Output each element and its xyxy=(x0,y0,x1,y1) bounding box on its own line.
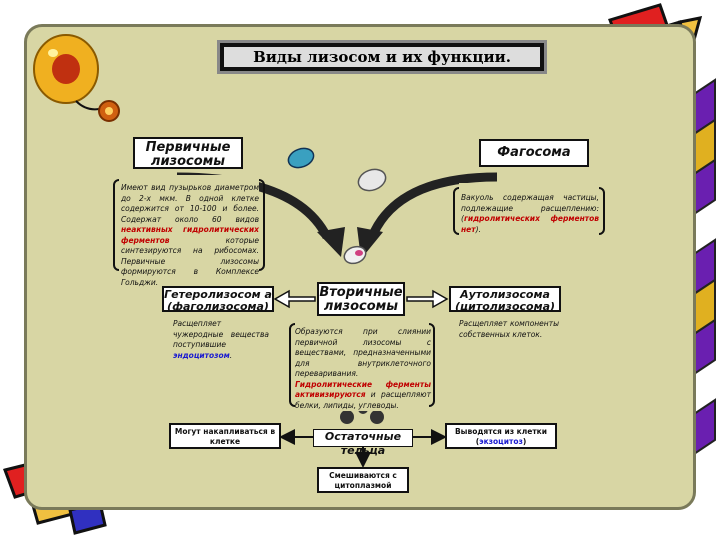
vesicle-grey xyxy=(357,168,387,192)
auto-desc-text: Расщепляет компоненты собственных клеток… xyxy=(459,319,559,339)
arrow-head-left xyxy=(317,227,345,257)
cell-illustration xyxy=(33,34,120,122)
secondary-desc-text-1: Образуются при слиянии первичной лизосом… xyxy=(295,327,431,378)
primary-desc-text-1: Имеют вид пузырьков диаметром до 2-х мкм… xyxy=(121,183,259,224)
hetero-desc-text-2: . xyxy=(229,350,233,360)
hetero-desc-text-1: Расщепляет чужеродные вещества поступивш… xyxy=(173,319,269,349)
excreted-term: экзоцитоз xyxy=(479,437,523,446)
secondary-desc-text-2: и расщепляют белки, липиды, углеводы. xyxy=(295,390,431,410)
arrow-phagosome-to-secondary xyxy=(367,172,498,239)
excreted-prefix: Выводятся из клетки ( xyxy=(454,427,548,446)
residual-ball-1 xyxy=(340,410,354,424)
box-excreted: Выводятся из клетки (экзоцитоз) xyxy=(445,423,557,449)
page-title: Виды лизосом и их функции. xyxy=(217,40,547,74)
phagosome-desc-text-1: Вакуоль содержащая частицы, подлежащие р… xyxy=(461,193,599,223)
box-residual-bodies: Остаточные тельца xyxy=(313,429,413,457)
arrow-to-hetero xyxy=(273,289,316,309)
box-primary-lysosomes: Первичные лизосомы xyxy=(133,137,243,169)
primary-desc-highlight: неактивных гидролитических ферментов xyxy=(121,225,259,245)
box-secondary-lysosomes: Вторичные лизосомы xyxy=(317,282,405,316)
secondary-description: Образуются при слиянии первичной лизосом… xyxy=(295,327,431,411)
box-accumulate: Могут накапливаться в клетке xyxy=(169,423,281,449)
hetero-desc-highlight: эндоцитозом xyxy=(173,350,230,360)
phagosome-description: Вакуоль содержащая частицы, подлежащие р… xyxy=(461,193,599,235)
secondary-desc-highlight: Гидролитические ферменты активизируются xyxy=(295,379,431,400)
box-cytoplasm: Смешиваются с цитоплазмой xyxy=(317,467,409,493)
box-autolysosome: Аутолизосома (цитолизосома) xyxy=(449,286,561,313)
auto-description: Расщепляет компоненты собственных клеток… xyxy=(459,319,559,340)
box-heterolysosome: Гетеролизосом а (фаголизосома) xyxy=(162,286,274,313)
hetero-description: Расщепляет чужеродные вещества поступивш… xyxy=(173,319,269,361)
residual-ball-3 xyxy=(370,410,384,424)
primary-description: Имеют вид пузырьков диаметром до 2-х мкм… xyxy=(121,183,259,288)
phagosome-desc-highlight: гидролитических ферментов нет xyxy=(461,214,599,234)
arrow-to-auto xyxy=(406,289,449,309)
primary-desc-text-2: которые синтезируются на рибосомах. Перв… xyxy=(121,235,259,287)
slide-panel: Виды лизосом и их функции. Первичные лиз… xyxy=(24,24,696,510)
excreted-suffix: ) xyxy=(522,437,527,446)
page-title-text: Виды лизосом и их функции. xyxy=(224,47,540,67)
phagosome-desc-text-2: ). xyxy=(475,224,481,234)
box-phagosome: Фагосома xyxy=(479,139,589,167)
vesicle-blue xyxy=(287,147,315,169)
